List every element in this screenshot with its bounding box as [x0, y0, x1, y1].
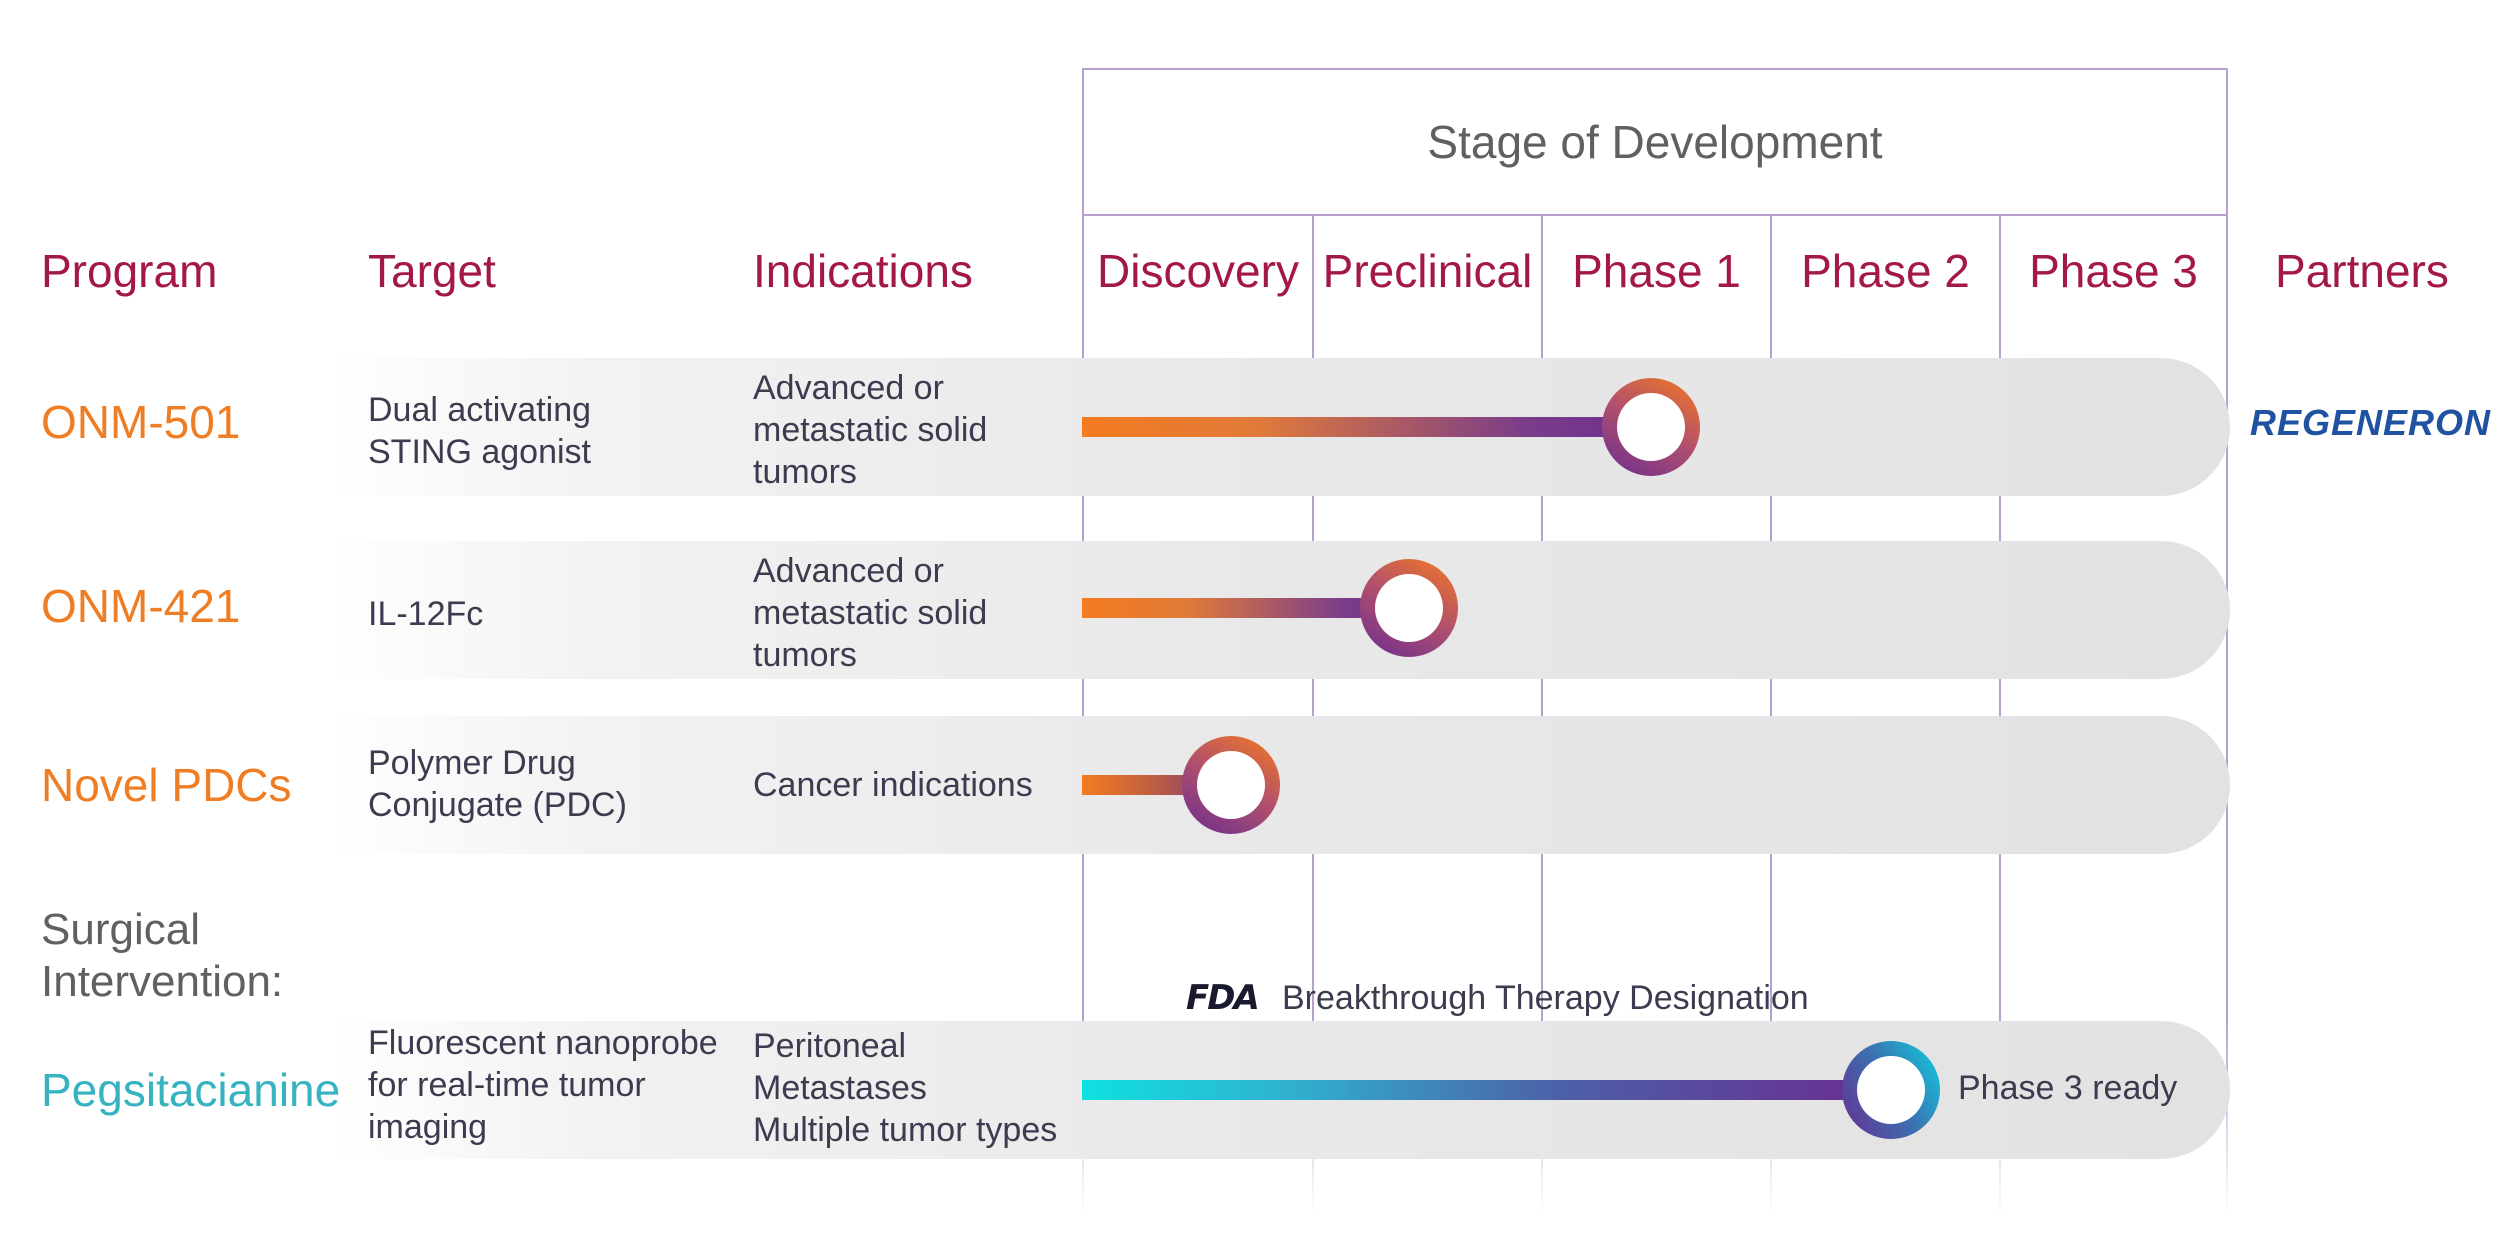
- indication-line: Peritoneal: [753, 1027, 907, 1065]
- indications-cell: Advanced or metastatic solid tumors: [753, 550, 987, 676]
- program-name: Pegsitacianine: [41, 1064, 341, 1116]
- indication-line: Multiple tumor types: [753, 1111, 1058, 1149]
- indication-line: Advanced or: [753, 369, 944, 407]
- header-stage-phase2: Phase 2: [1801, 245, 1970, 297]
- indications-cell: Peritoneal Metastases Multiple tumor typ…: [753, 1025, 1057, 1151]
- target-line: for real-time tumor: [368, 1066, 646, 1104]
- surgical-heading-line: Intervention:: [41, 957, 284, 1006]
- header-stage-phase3: Phase 3: [2029, 245, 2198, 297]
- progress-marker: [1182, 736, 1280, 834]
- target-line: Polymer Drug: [368, 744, 576, 782]
- header-partners: Partners: [2275, 245, 2449, 297]
- progress-bar: [1082, 598, 1432, 618]
- grid-line-right: [2226, 216, 2228, 1216]
- status-label: Phase 3 ready: [1958, 1069, 2178, 1107]
- row-band-novel-pdcs: [330, 716, 2230, 854]
- target-cell: Dual activating STING agonist: [368, 389, 591, 473]
- header-program: Program: [41, 245, 218, 297]
- indication-line: metastatic solid: [753, 411, 988, 449]
- header-stage-preclinical: Preclinical: [1322, 245, 1533, 297]
- progress-marker: [1842, 1041, 1940, 1139]
- header-target: Target: [368, 245, 496, 297]
- indication-line: metastatic solid: [753, 594, 988, 632]
- indication-line: Cancer indications: [753, 766, 1033, 804]
- target-line: imaging: [368, 1108, 488, 1146]
- indication-line: Advanced or: [753, 552, 944, 590]
- target-line: STING agonist: [368, 433, 591, 471]
- stage-header-box: [1082, 68, 2228, 216]
- fda-logo: FDA: [1186, 978, 1260, 1018]
- target-line: Conjugate (PDC): [368, 786, 627, 824]
- program-name: ONM-501: [41, 396, 241, 448]
- progress-bar: [1082, 417, 1672, 437]
- surgical-intervention-heading: Surgical Intervention:: [41, 904, 283, 1008]
- program-name: Novel PDCs: [41, 759, 292, 811]
- program-name: ONM-421: [41, 580, 241, 632]
- fda-breakthrough-text: Breakthrough Therapy Designation: [1282, 979, 1809, 1017]
- target-line: IL-12Fc: [368, 595, 484, 633]
- progress-marker: [1360, 559, 1458, 657]
- progress-bar: [1082, 1080, 1882, 1100]
- surgical-heading-line: Surgical: [41, 905, 200, 954]
- target-cell: Fluorescent nanoprobe for real-time tumo…: [368, 1022, 718, 1148]
- target-cell: IL-12Fc: [368, 593, 483, 635]
- progress-marker: [1602, 378, 1700, 476]
- indication-line: tumors: [753, 636, 857, 674]
- indications-cell: Cancer indications: [753, 764, 1033, 806]
- indication-line: tumors: [753, 453, 857, 491]
- partner-regeneron-logo: REGENERON: [2250, 402, 2492, 443]
- indication-line: Metastases: [753, 1069, 927, 1107]
- target-line: Dual activating: [368, 391, 592, 429]
- header-indications: Indications: [753, 245, 973, 297]
- header-stage-phase1: Phase 1: [1572, 245, 1741, 297]
- indications-cell: Advanced or metastatic solid tumors: [753, 367, 987, 493]
- stage-title: Stage of Development: [1427, 116, 1883, 168]
- target-cell: Polymer Drug Conjugate (PDC): [368, 742, 627, 826]
- header-stage-discovery: Discovery: [1097, 245, 1299, 297]
- target-line: Fluorescent nanoprobe: [368, 1024, 718, 1062]
